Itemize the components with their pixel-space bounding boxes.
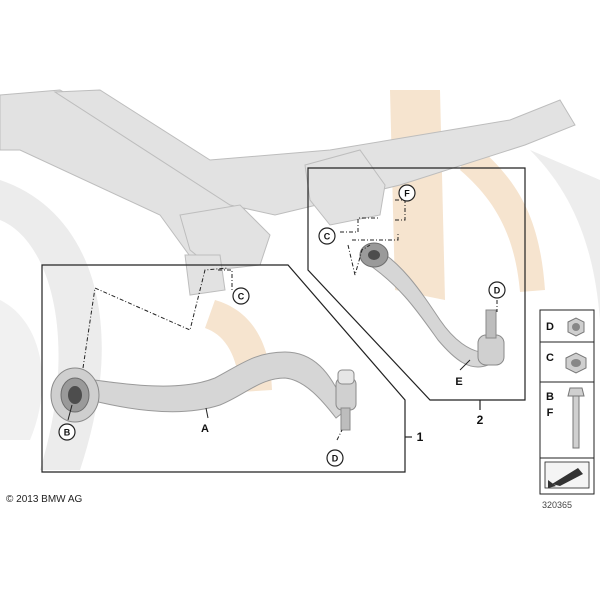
group1-number: 1 bbox=[417, 430, 424, 444]
leader-group2-f bbox=[395, 199, 406, 221]
legend-b-label: B bbox=[546, 391, 554, 403]
control-arm-a-stud bbox=[340, 407, 351, 431]
legend-f-label: F bbox=[547, 407, 554, 419]
control-arm-a-balljoint-top bbox=[337, 369, 355, 385]
control-arm-a-bushing-core bbox=[68, 386, 82, 404]
callout-c-upper-text: C bbox=[324, 232, 331, 242]
copyright-text: © 2013 BMW AG bbox=[6, 494, 83, 505]
watermark-gray-right bbox=[530, 150, 600, 320]
leader-group2-mount bbox=[347, 244, 371, 276]
label-e: E bbox=[455, 376, 462, 388]
leader-d-lower bbox=[336, 429, 343, 441]
group2-number: 2 bbox=[477, 413, 484, 427]
callout-c-lower-text: C bbox=[238, 292, 245, 302]
legend-bolt-icon bbox=[567, 387, 585, 449]
leader-lines bbox=[82, 199, 498, 441]
legend-direction-arrow-icon bbox=[544, 461, 590, 489]
control-arm-e bbox=[359, 242, 505, 368]
leader-e bbox=[459, 359, 471, 371]
control-arm-e-stud bbox=[485, 309, 497, 339]
callout-d-lower: D bbox=[326, 449, 344, 467]
part-number: 320365 bbox=[542, 500, 573, 510]
subframe-top-bar bbox=[53, 89, 576, 216]
control-arm-e-bushing-core bbox=[368, 250, 380, 260]
leader-group1-mount bbox=[82, 267, 229, 369]
subframe-lower-bracket bbox=[184, 254, 226, 296]
legend-d-nut-icon bbox=[567, 317, 585, 337]
leader-c-lower bbox=[218, 269, 233, 292]
callout-f: F bbox=[398, 184, 416, 202]
callout-c-upper: C bbox=[318, 227, 336, 245]
control-arm-e-balljoint bbox=[477, 334, 505, 366]
subframe-right-mount bbox=[304, 149, 386, 226]
callout-b-text: B bbox=[64, 428, 71, 438]
callout-c-lower: C bbox=[232, 287, 250, 305]
group1-frame bbox=[41, 264, 406, 473]
watermark-arc-left-inner bbox=[0, 300, 43, 440]
legend-c-nut-icon bbox=[565, 352, 587, 374]
leader-a bbox=[205, 407, 209, 419]
callout-d-lower-text: D bbox=[332, 454, 339, 464]
label-a: A bbox=[201, 423, 209, 435]
callout-b: B bbox=[58, 404, 76, 441]
watermark-tan-wedge-2 bbox=[460, 140, 545, 292]
callout-f-text: F bbox=[404, 189, 410, 199]
subframe bbox=[0, 89, 576, 296]
control-arm-a-body bbox=[79, 351, 347, 419]
control-arm-a bbox=[50, 351, 357, 431]
leader-group2-box bbox=[352, 232, 399, 241]
legend-c-label: C bbox=[546, 352, 554, 364]
legend-d-label: D bbox=[546, 321, 554, 333]
callout-d-upper-text: D bbox=[494, 286, 501, 296]
leader-group2-c bbox=[340, 217, 378, 233]
legend-column: D C B F bbox=[539, 309, 595, 495]
callout-d-upper: D bbox=[488, 281, 506, 299]
group2-frame bbox=[307, 167, 526, 401]
